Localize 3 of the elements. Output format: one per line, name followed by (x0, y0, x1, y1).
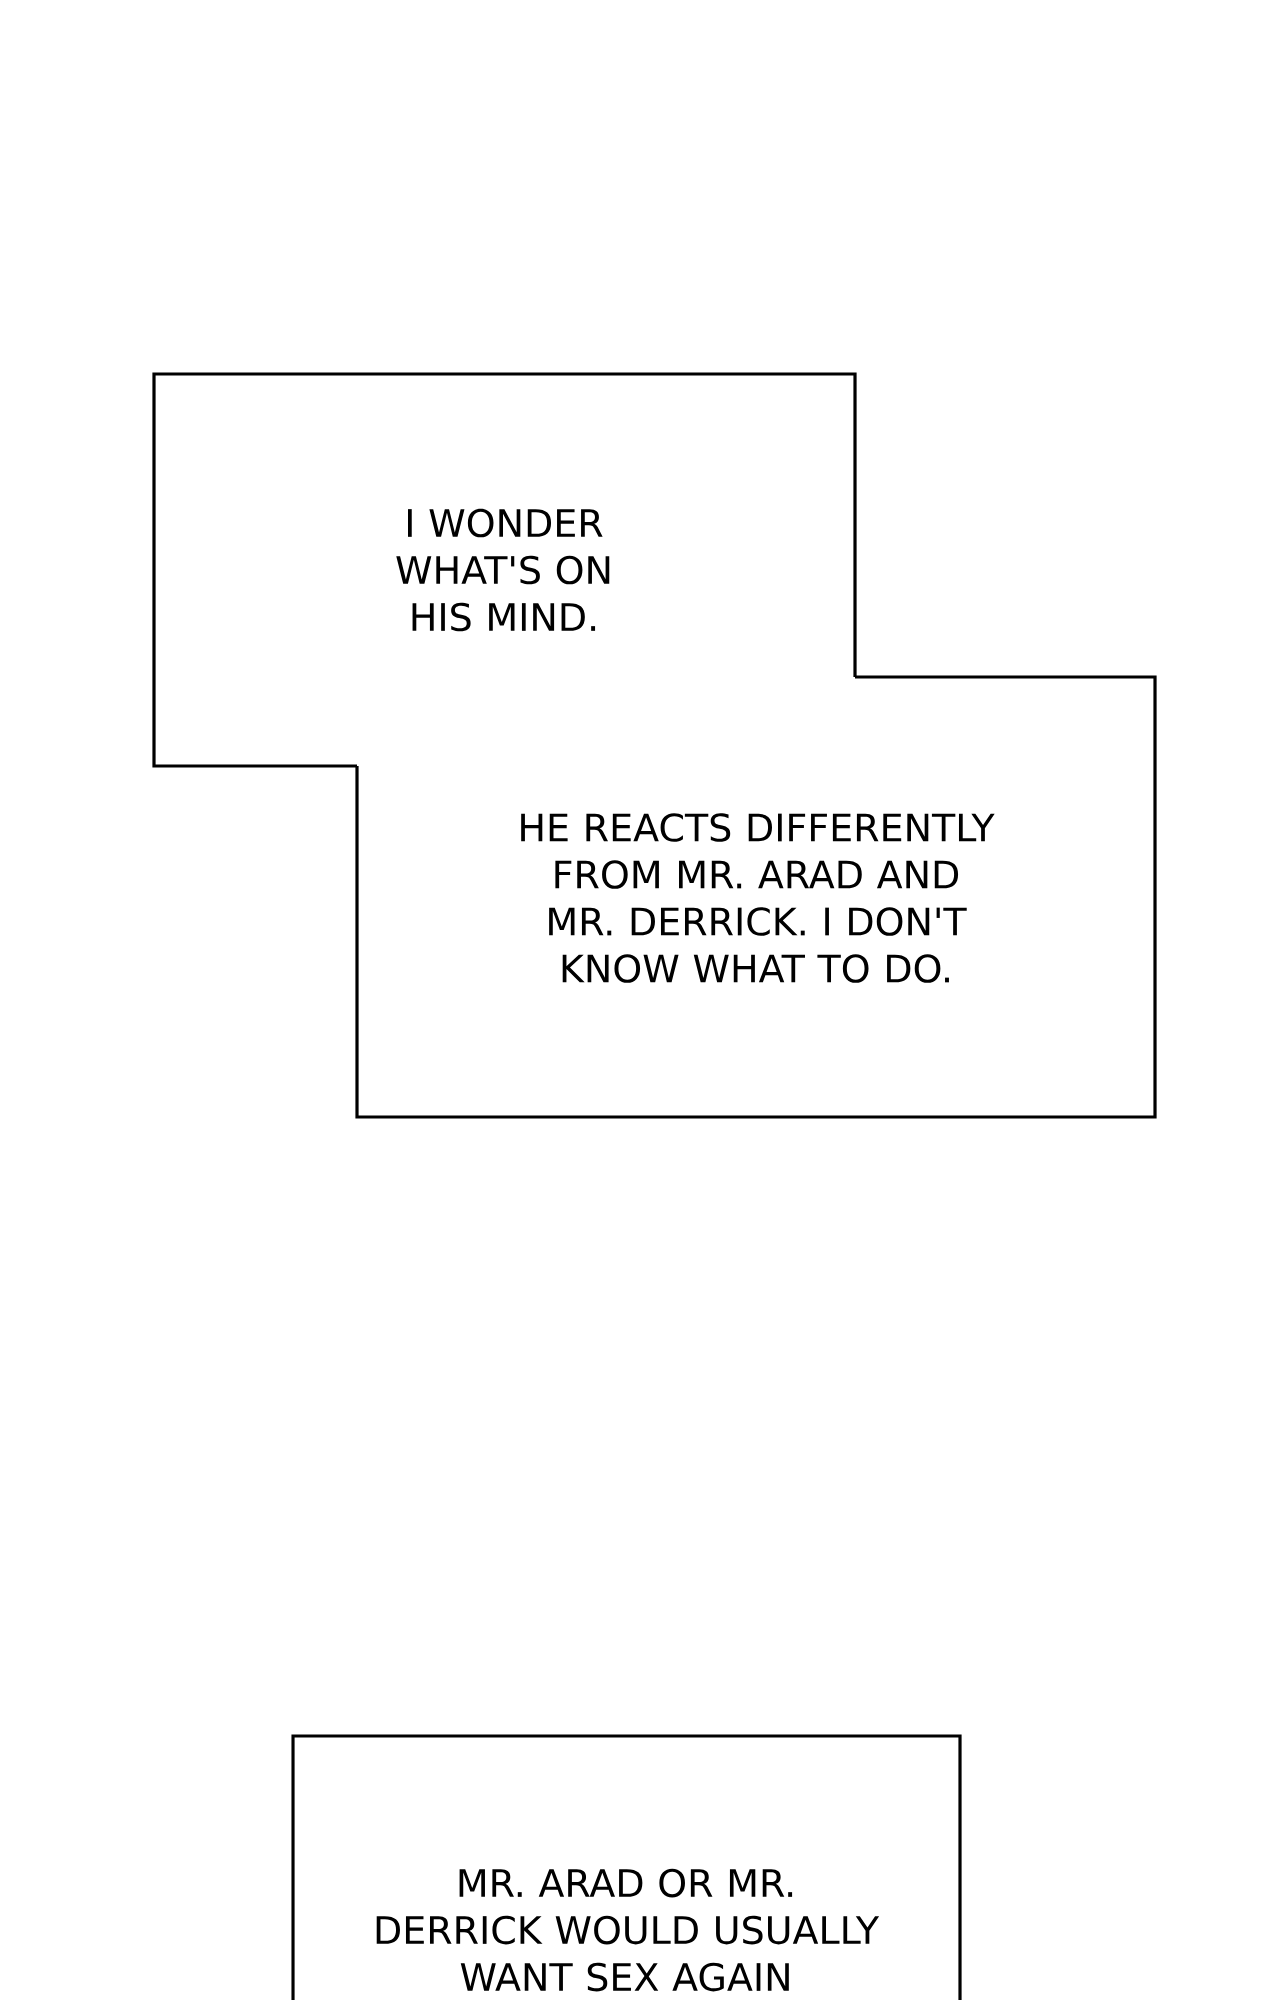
narration-box: I WONDER WHAT'S ON HIS MIND. (152, 372, 857, 768)
narration-box: HE REACTS DIFFERENTLY FROM MR. ARAD AND MR. DERRICK. I DON'T KNOW WHAT TO DO. (355, 675, 1157, 1119)
narration-box: MR. ARAD OR MR. DERRICK WOULD USUALLY WANT SEX AGAIN (291, 1734, 962, 2000)
